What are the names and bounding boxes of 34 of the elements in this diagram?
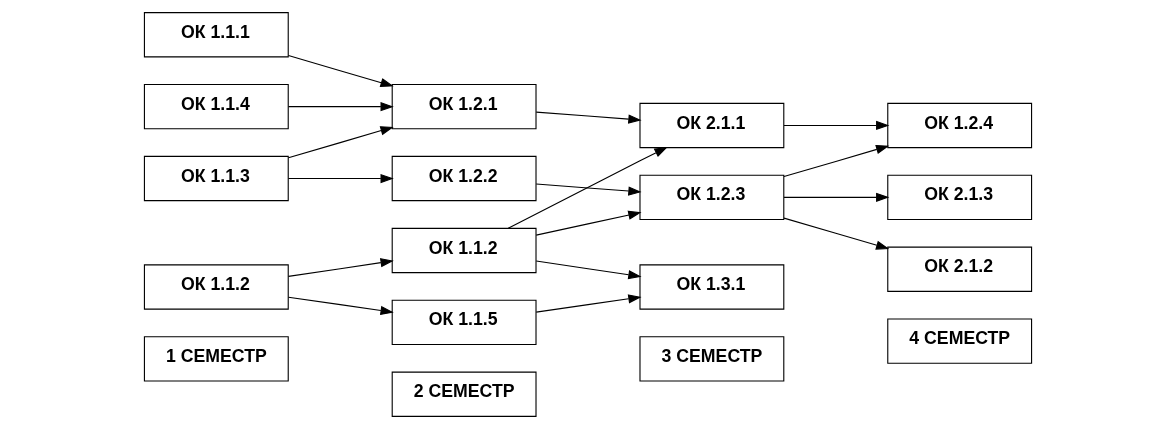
node-box: ОК 1.1.4 bbox=[143, 83, 289, 130]
arrow bbox=[287, 173, 394, 184]
arrow bbox=[783, 192, 890, 202]
node-box: ОК 2.1.1 bbox=[639, 102, 785, 149]
node-box: 4 СЕМЕСТР bbox=[887, 318, 1033, 364]
node-box: ОК 1.1.2 bbox=[391, 227, 537, 274]
arrow bbox=[783, 145, 890, 178]
node-box: ОК 1.1.5 bbox=[391, 299, 537, 346]
node-box: ОК 1.1.3 bbox=[143, 155, 289, 202]
arrow bbox=[535, 183, 642, 196]
arrow bbox=[287, 102, 394, 112]
node-box: ОК 1.3.1 bbox=[639, 264, 785, 310]
arrow bbox=[783, 217, 890, 250]
arrow bbox=[287, 258, 394, 277]
node-box: ОК 2.1.2 bbox=[887, 246, 1033, 292]
arrow bbox=[783, 120, 890, 131]
node-box: 3 СЕМЕСТР bbox=[639, 336, 785, 382]
node-box: ОК 1.2.4 bbox=[887, 102, 1033, 149]
arrow bbox=[287, 296, 394, 316]
arrow bbox=[535, 260, 642, 280]
arrow bbox=[287, 126, 394, 159]
node-box: ОК 1.1.2 bbox=[143, 264, 289, 310]
arrow bbox=[287, 55, 394, 88]
arrow bbox=[535, 210, 642, 236]
node-box: ОК 1.2.1 bbox=[391, 83, 537, 130]
node-box: 2 СЕМЕСТР bbox=[391, 371, 537, 417]
node-box: 1 СЕМЕСТР bbox=[143, 336, 289, 382]
node-box: ОК 1.2.2 bbox=[391, 155, 537, 202]
arrow bbox=[535, 294, 642, 313]
arrow bbox=[535, 111, 642, 124]
node-box: ОК 2.1.3 bbox=[887, 174, 1033, 221]
node-box: ОК 1.2.3 bbox=[639, 174, 785, 221]
arrow bbox=[507, 146, 668, 229]
node-box: ОК 1.1.1 bbox=[143, 12, 289, 58]
